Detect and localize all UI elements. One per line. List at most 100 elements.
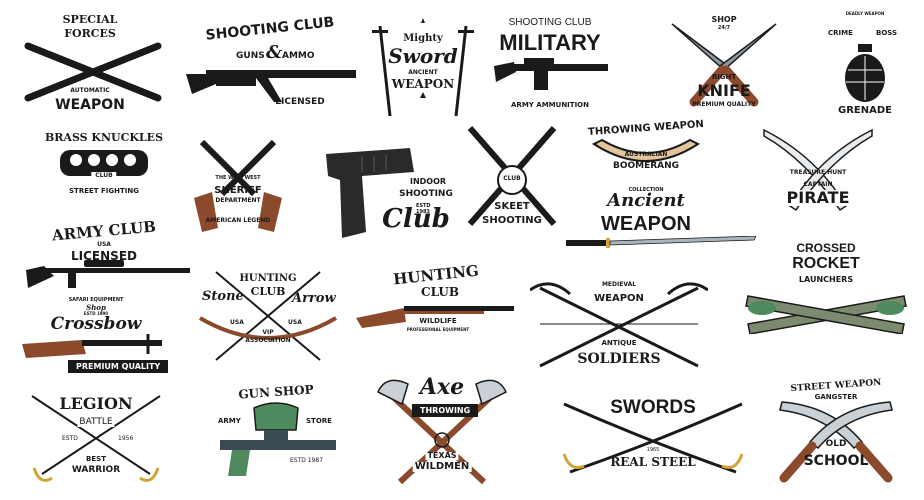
emblem-badge-text: CLUB [503,175,521,182]
emblem-left-text: ESTD [62,435,78,442]
emblem-medieval: MEDIEVAL WEAPON ANTIQUE SOLDIERS [530,276,708,376]
emblem-small-text: Shop [86,303,106,312]
emblem-ancient-weapon: COLLECTION Ancient WEAPON [566,184,758,256]
emblem-bottom-text-1: OLD [825,439,847,449]
emblem-main-text: MILITARY [499,30,601,55]
emblem-bottom-text: STREET FIGHTING [69,187,139,195]
emblem-sub-text: LAUNCHERS [798,275,854,284]
emblem-top-text: Mighty [403,33,443,44]
emblem-crossbow: SAFARI EQUIPMENT Shop ESTD 1990 Crossbow… [22,296,172,373]
emblem-sub-text: DEPARTMENT [215,197,261,204]
crossed-scythes-icon [530,282,708,368]
grenade-icon [845,44,885,102]
shotgun-icon [356,306,514,328]
emblem-sub-text: CAPTAIN [803,181,833,188]
emblem-sub-text: AUTOMATIC [70,87,110,94]
emblem-sub-text: RIGHT [711,73,737,81]
crossed-knives-icon [671,23,777,107]
emblem-top-text: SHOOTING CLUB [508,17,592,28]
emblem-top-text: CROSSED [796,241,856,255]
emblem-script-text: Ancient [607,190,685,211]
emblem-army-club: ARMY CLUB USA LICENSED [24,214,192,294]
emblem-bottom-text: PROFESSIONAL EQUIPMENT [406,327,470,332]
emblem-swords: SWORDS 1965 REAL STEEL [560,392,746,478]
emblem-right-text: STORE [306,417,332,425]
emblem-right-text-2: USA [288,319,302,326]
emblem-sub-text: BATTLE [77,417,115,427]
twin-swords-icon [372,18,474,117]
emblem-script-text: Club [382,204,450,234]
katana-icon [566,236,757,248]
emblem-main-text: SHOOTING [399,189,453,199]
crossed-rifles-icon [467,126,557,226]
emblem-boomerang: THROWING WEAPON AUSTRALIAN BOOMERANG [584,119,708,180]
emblem-gun-shop: GUN SHOP ARMY STORE ESTD 1987 [212,380,342,488]
emblem-arc-text: ARMY CLUB [51,217,157,245]
emblem-top-text-2: BOSS [876,29,898,37]
brass-knuckles-icon [60,150,148,176]
emblem-ampersand: & [266,42,283,63]
emblem-main-text: ROCKET [792,255,860,272]
emblem-sub-text: WILDLIFE [419,317,457,325]
emblem-script-text: Crossbow [50,314,142,334]
emblem-sub-text: USA [97,241,111,248]
bow-and-arrows-icon [198,271,338,361]
emblem-crime-boss: DEADLY WEAPON CRIME BOSS GRENADE [828,10,902,120]
emblem-skeet: CLUB SKEET SHOOTING [462,124,562,234]
emblem-mid-text-2: AMMO [282,51,315,61]
emblem-shooting-club-guns: SHOOTING CLUB GUNS & AMMO LICENSED [180,14,360,114]
sniper-rifle-icon [26,260,190,288]
emblem-sub-text: GANGSTER [814,393,858,401]
emblem-ribbon: THROWING [412,404,479,417]
emblem-script-text: Sword [388,44,458,68]
crossed-revolvers-icon [194,139,282,232]
emblem-small-text: COLLECTION [628,187,664,193]
emblem-mid-text: GUNS [236,51,265,61]
emblem-sub-text: ANCIENT [408,69,438,76]
emblem-pirate: TREASURE HUNT CAPTAIN PIRATE [756,126,880,222]
emblem-main-text: CLUB [421,285,459,299]
boomerang-icon [591,138,701,162]
emblem-rocket: CROSSED ROCKET LAUNCHERS [744,240,908,336]
emblem-main-text: SWORDS [608,397,698,418]
emblem-military: SHOOTING CLUB MILITARY ARMY AMMUNITION [488,14,612,114]
emblem-hunting-arrow: HUNTING CLUB Stone Arrow USA USA VIP ASS… [196,268,340,368]
emblem-axe: Axe THROWING TEXAS WILDMEN [376,374,508,486]
emblem-top-text: CRIME [828,29,853,37]
emblem-street-weapon: STREET WEAPON GANGSTER OLD SCHOOL [772,374,900,484]
emblem-bottom-text-1: TEXAS [425,451,459,460]
emblem-top-text: SPECIAL [62,13,118,26]
emblem-bottom-text-2: WARRIOR [71,465,121,475]
emblem-arc-text: SAFARI EQUIPMENT [68,297,124,303]
emblem-small-text: 24/7 [717,25,731,31]
emblem-special-forces: SPECIAL FORCES AUTOMATIC WEAPON [18,8,168,118]
rocket-launchers-icon [745,295,907,334]
m16-rifle-icon [494,58,608,90]
emblem-bottom-text: ESTD 1987 [290,457,324,464]
crossed-sabers-icon [31,395,161,482]
emblem-top-text: THE WILD WEST [215,175,261,181]
emblem-top-text: HUNTING [239,273,297,284]
emblem-knife-shop: SHOP 24/7 RIGHT KNIFE PREMIUM QUALITY [664,12,784,112]
emblem-estd-text: ESTD 1990 [83,311,109,316]
emblem-indoor-club: INDOOR SHOOTING ESTD 1983 Club [322,144,453,244]
emblem-sheriff: THE WILD WEST SHERIFF DEPARTMENT AMERICA… [182,132,294,240]
emblem-bottom-text: PREMIUM QUALITY [692,101,756,108]
emblem-right-text: Arrow [292,291,336,306]
paintball-gun-icon [220,402,336,476]
emblem-bottom-text: SOLDIERS [577,351,661,367]
emblem-sub-text: ESTD [416,203,431,209]
emblem-bottom-text: ASSOCIATION [245,337,291,344]
emblem-main-text: WEAPON [594,293,644,304]
assault-rifle-icon [186,70,356,102]
emblem-top-text: MEDIEVAL [601,281,637,288]
emblem-arc-text: ARMY AMMUNITION [511,101,589,109]
emblem-main-text: WEAPON [391,77,455,91]
emblem-bottom-text: AMERICAN LEGEND [205,217,271,224]
emblem-sub-text: ANTIQUE [601,339,637,347]
emblem-main-text: WEAPON [55,97,125,113]
emblem-bottom-text-2: SCHOOL [803,453,869,469]
emblem-bottom-text: LICENSED [275,97,325,107]
emblem-left-text-2: USA [230,319,244,326]
emblem-arc-text: BRASS KNUCKLES [44,131,164,144]
